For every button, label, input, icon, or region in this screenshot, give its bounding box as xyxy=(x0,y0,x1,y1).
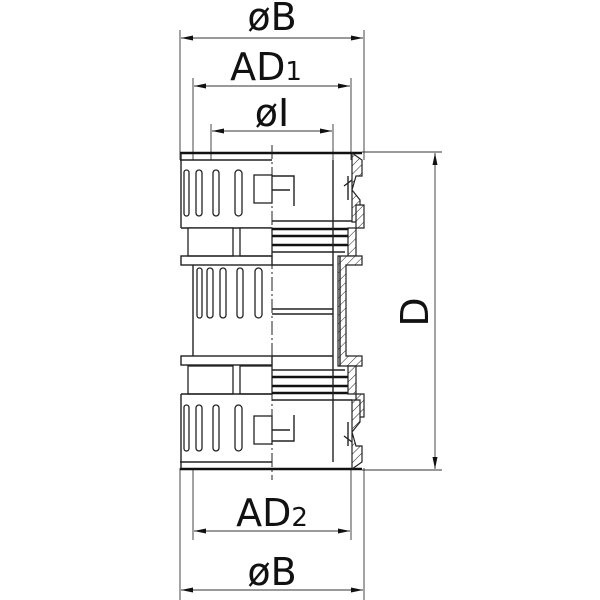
coupling-section-view xyxy=(272,151,365,471)
dimension-i: øI xyxy=(210,91,334,160)
dimension-ad2: AD2 xyxy=(192,468,352,540)
label-ad1: AD1 xyxy=(230,45,302,89)
label-i: øI xyxy=(255,91,289,135)
coupling-exterior-view xyxy=(180,151,362,471)
dimension-ad1: AD1 xyxy=(192,45,352,160)
dimension-top-b: øB xyxy=(179,0,365,160)
label-d: D xyxy=(393,297,437,326)
dimension-d: D xyxy=(362,151,442,471)
label-top-b: øB xyxy=(247,0,296,39)
label-ad2: AD2 xyxy=(236,491,308,535)
dimension-bottom-b: øB xyxy=(179,468,365,600)
label-bottom-b: øB xyxy=(247,550,296,594)
